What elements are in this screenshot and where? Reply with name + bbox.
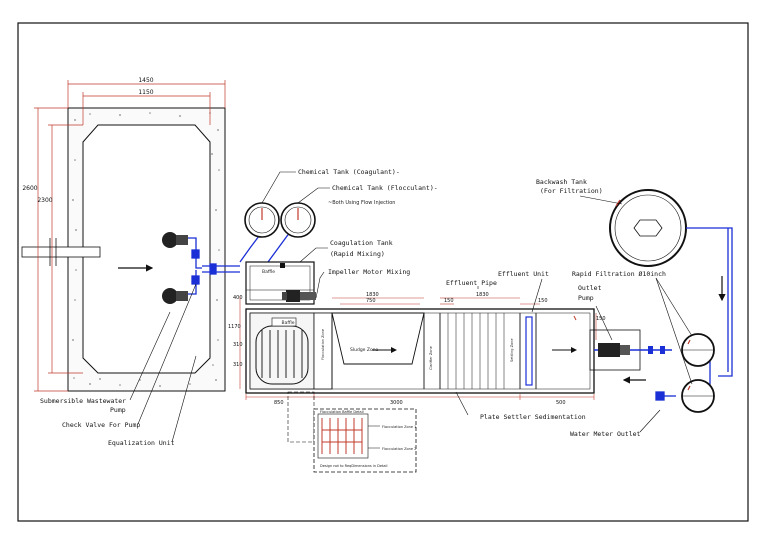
dim-inner-width: 1150 xyxy=(138,89,153,96)
outlet-pump xyxy=(589,329,672,371)
label-outlet-pump-1: Outlet xyxy=(578,284,602,292)
label-check-valve: Check Valve For Pump xyxy=(62,421,140,429)
dim-inner-height: 2300 xyxy=(37,197,52,204)
chemical-leaders xyxy=(261,171,330,204)
dim-1170: 1170 xyxy=(228,324,241,330)
label-detail-zone2: Flocculation Zone 2 xyxy=(382,447,416,451)
dim-400: 400 xyxy=(233,295,243,301)
label-flow-injection: ~Both Using Flow Injection xyxy=(328,200,395,206)
dim-500: 500 xyxy=(556,400,566,406)
label-rapid-filtration: Rapid Filtration Ø10inch xyxy=(572,270,666,278)
label-clarifier-zone: Clarifier Zone xyxy=(429,346,433,370)
submersible-pump-icon xyxy=(162,232,188,304)
bottom-leaders xyxy=(129,283,469,443)
dim-1830a: 1830 xyxy=(366,292,379,298)
label-backwash-2: (For Filtration) xyxy=(540,187,603,195)
dim-150b: 150 xyxy=(538,298,548,304)
label-sludge-zone: Sludge Zone xyxy=(350,347,379,353)
label-water-meter: Water Meter Outlet xyxy=(570,430,641,438)
label-chemical-coagulant: Chemical Tank (Coagulant)- xyxy=(298,168,400,176)
dim-3000: 3000 xyxy=(390,400,403,406)
label-equalization: Equalization Unit xyxy=(108,439,175,447)
impeller-motor-icon xyxy=(282,290,316,302)
dim-outer-height: 2600 xyxy=(22,185,37,192)
filter-leaders xyxy=(639,277,693,433)
backwash-leader xyxy=(579,195,623,205)
label-submersible-2: Pump xyxy=(110,406,126,414)
label-effluent-unit: Effluent Unit xyxy=(498,270,549,278)
label-detail-title: Flocculation Baffle Detail xyxy=(320,410,364,414)
label-backwash-1: Backwash Tank xyxy=(536,178,587,186)
label-impeller: Impeller Motor Mixing xyxy=(328,268,410,276)
label-rapid-mixing: (Rapid Mixing) xyxy=(330,250,385,258)
backwash-tank xyxy=(609,189,687,267)
filtration-piping xyxy=(655,227,733,401)
equalization-dimensions xyxy=(34,80,226,392)
dim-150a: 150 xyxy=(444,298,454,304)
rapid-filter-1 xyxy=(681,333,715,367)
label-effluent-pipe: Effluent Pipe xyxy=(446,279,497,287)
dim-310b: 310 xyxy=(233,362,243,368)
label-detail-note: Design not to ReqDimensions in Detail xyxy=(320,464,387,468)
label-settling-zone: Settling Zone xyxy=(510,338,514,362)
sedimentation-tank xyxy=(245,308,595,394)
coagulation-leader xyxy=(299,247,328,299)
label-plate-settler: Plate Settler Sedimentation xyxy=(480,413,586,421)
dim-310a: 310 xyxy=(233,342,243,348)
chemical-tank-flocculant xyxy=(280,202,316,238)
dim-150c: 150 xyxy=(596,316,606,322)
label-submersible-1: Submersible Wastewater xyxy=(40,397,126,405)
pump-discharge-pipes xyxy=(188,231,291,295)
sedimentation-dimensions xyxy=(239,296,597,400)
label-baffle-top: Baffle xyxy=(262,269,275,275)
sheet-border xyxy=(17,22,749,522)
dim-750: 750 xyxy=(366,298,376,304)
label-chemical-flocculant: Chemical Tank (Flocculant)- xyxy=(332,184,438,192)
label-outlet-pump-2: Pump xyxy=(578,294,594,302)
baffle-detail-inset xyxy=(287,391,417,473)
top-leaders xyxy=(477,278,613,341)
dim-1830b: 1830 xyxy=(476,292,489,298)
dim-850: 850 xyxy=(274,400,284,406)
rapid-filter-2 xyxy=(681,379,715,413)
chemical-tank-coagulant xyxy=(244,202,280,238)
label-detail-zone1: Flocculation Zone 1 xyxy=(382,425,416,429)
label-baffle-inner: Baffle xyxy=(282,320,295,326)
label-inlet-zone: Flocculation Zone xyxy=(321,329,325,360)
dim-outer-width: 1450 xyxy=(138,77,153,84)
label-coagulation-tank: Coagulation Tank xyxy=(330,239,393,247)
